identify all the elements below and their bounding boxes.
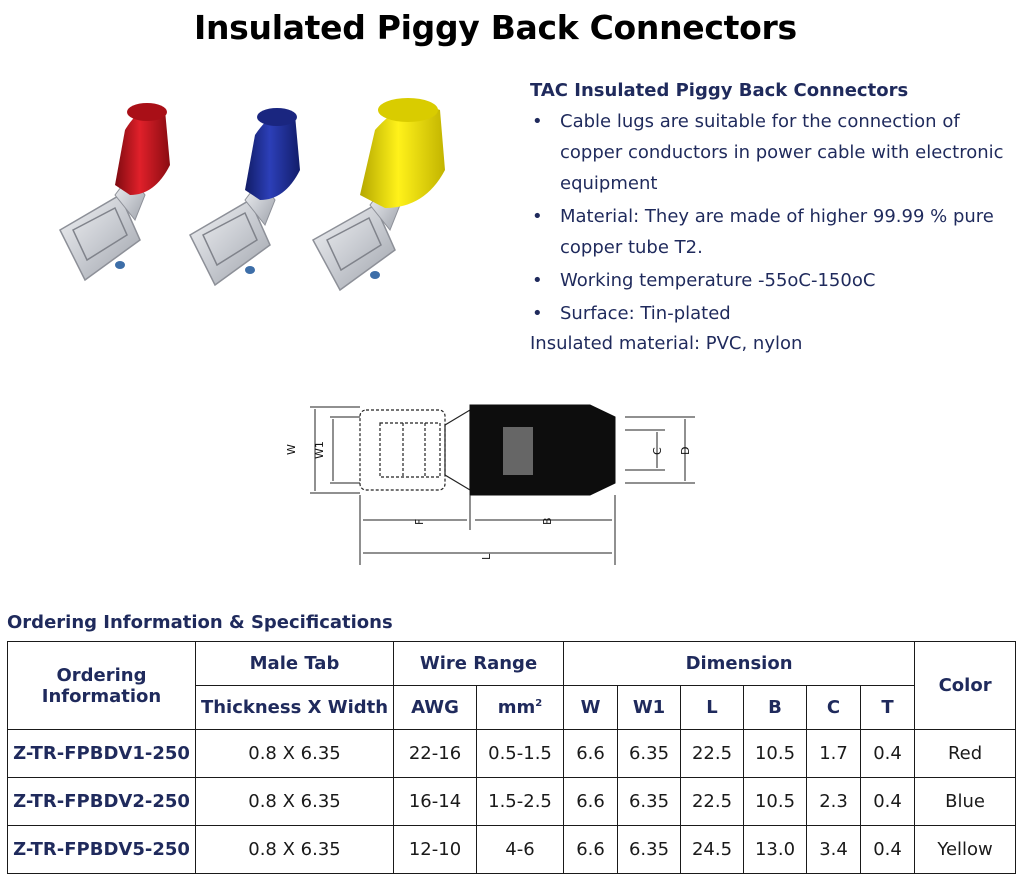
feature-list: Cable lugs are suitable for the connecti… (530, 106, 1010, 329)
header-color: Color (914, 641, 1017, 730)
header-thickness-width: Thickness X Width (195, 685, 394, 730)
header-t: T (860, 685, 916, 730)
cell-c: 2.3 (806, 777, 862, 826)
header-male-tab: Male Tab (195, 641, 394, 686)
cell-color: Blue (914, 777, 1017, 826)
tab-neck (444, 408, 471, 492)
length-dimensions (359, 495, 616, 565)
cell-mm2: 0.5-1.5 (475, 729, 565, 778)
red-connector (59, 103, 170, 282)
cell-t: 0.4 (860, 777, 916, 826)
header-dimension: Dimension (563, 641, 916, 686)
cell-mm2: 4-6 (475, 825, 565, 874)
part-number: Z-TR-FPBDV5-250 (7, 825, 196, 874)
cell-awg: 22-16 (393, 729, 477, 778)
header-awg: AWG (393, 685, 477, 730)
header-w: W (563, 685, 619, 730)
label-w1: W1 (313, 441, 326, 459)
cell-tab: 0.8 X 6.35 (195, 729, 394, 778)
cell-awg: 16-14 (393, 777, 477, 826)
cell-w1: 6.35 (617, 825, 682, 874)
header-ordering: Ordering Information (7, 641, 196, 730)
feature-item: Cable lugs are suitable for the connecti… (530, 106, 1010, 199)
label-w: W (285, 444, 298, 455)
label-c: C (651, 447, 664, 455)
header-mm: mm (497, 697, 536, 718)
yellow-connector (311, 98, 445, 292)
barrel (503, 427, 533, 475)
cell-color: Yellow (914, 825, 1017, 874)
header-w1: W1 (617, 685, 682, 730)
header-row: Ordering Information Male Tab Wire Range… (7, 641, 1017, 730)
part-number: Z-TR-FPBDV1-250 (7, 729, 196, 778)
label-f: F (413, 519, 426, 525)
tab-outline (359, 409, 446, 491)
cell-w1: 6.35 (617, 777, 682, 826)
label-l: L (480, 553, 493, 560)
header-c: C (806, 685, 862, 730)
cell-l: 22.5 (680, 777, 745, 826)
header-mm-sup: 2 (535, 698, 543, 709)
cell-b: 10.5 (743, 777, 808, 826)
table-row: Z-TR-FPBDV5-250 0.8 X 6.35 12-10 4-6 6.6… (7, 825, 1017, 874)
cell-w: 6.6 (563, 825, 619, 874)
label-b: B (541, 517, 554, 525)
cell-w1: 6.35 (617, 729, 682, 778)
cell-awg: 12-10 (393, 825, 477, 874)
cell-l: 22.5 (680, 729, 745, 778)
header-mm2: mm2 (475, 685, 565, 730)
cell-tab: 0.8 X 6.35 (195, 777, 394, 826)
cell-c: 1.7 (806, 729, 862, 778)
feature-item: Working temperature -55oC-150oC (530, 265, 1010, 296)
header-l: L (680, 685, 745, 730)
product-description: TAC Insulated Piggy Back Connectors Cabl… (530, 78, 1010, 359)
specifications-table: Ordering Information Male Tab Wire Range… (7, 641, 1017, 874)
cell-c: 3.4 (806, 825, 862, 874)
cd-dimension (625, 416, 695, 484)
table-row: Z-TR-FPBDV2-250 0.8 X 6.35 16-14 1.5-2.5… (7, 777, 1017, 826)
cell-t: 0.4 (860, 825, 916, 874)
cell-color: Red (914, 729, 1017, 778)
description-heading: TAC Insulated Piggy Back Connectors (530, 80, 909, 101)
connectors-photo (59, 98, 445, 292)
feature-item: Surface: Tin-plated (530, 298, 1010, 329)
feature-item: Material: They are made of higher 99.99 … (530, 201, 1010, 263)
cell-mm2: 1.5-2.5 (475, 777, 565, 826)
cell-l: 24.5 (680, 825, 745, 874)
header-b: B (743, 685, 808, 730)
cell-b: 13.0 (743, 825, 808, 874)
label-d: D (679, 447, 692, 455)
cell-t: 0.4 (860, 729, 916, 778)
section-title: Ordering Information & Specifications (7, 612, 393, 633)
w-dimension (310, 406, 360, 494)
page-title: Insulated Piggy Back Connectors (194, 8, 797, 47)
sleeve (469, 404, 616, 496)
cell-tab: 0.8 X 6.35 (195, 825, 394, 874)
cell-b: 10.5 (743, 729, 808, 778)
cell-w: 6.6 (563, 729, 619, 778)
header-wire-range: Wire Range (392, 641, 565, 686)
subheader-row: Thickness X Width AWG mm2 W W1 L B C T (8, 685, 1016, 730)
part-number: Z-TR-FPBDV2-250 (7, 777, 196, 826)
dimension-drawing: W W1 C D F B L (285, 404, 695, 565)
insulation-material: Insulated material: PVC, nylon (530, 333, 803, 354)
table-row: Z-TR-FPBDV1-250 0.8 X 6.35 22-16 0.5-1.5… (7, 729, 1017, 778)
cell-w: 6.6 (563, 777, 619, 826)
blue-connector (189, 108, 300, 287)
